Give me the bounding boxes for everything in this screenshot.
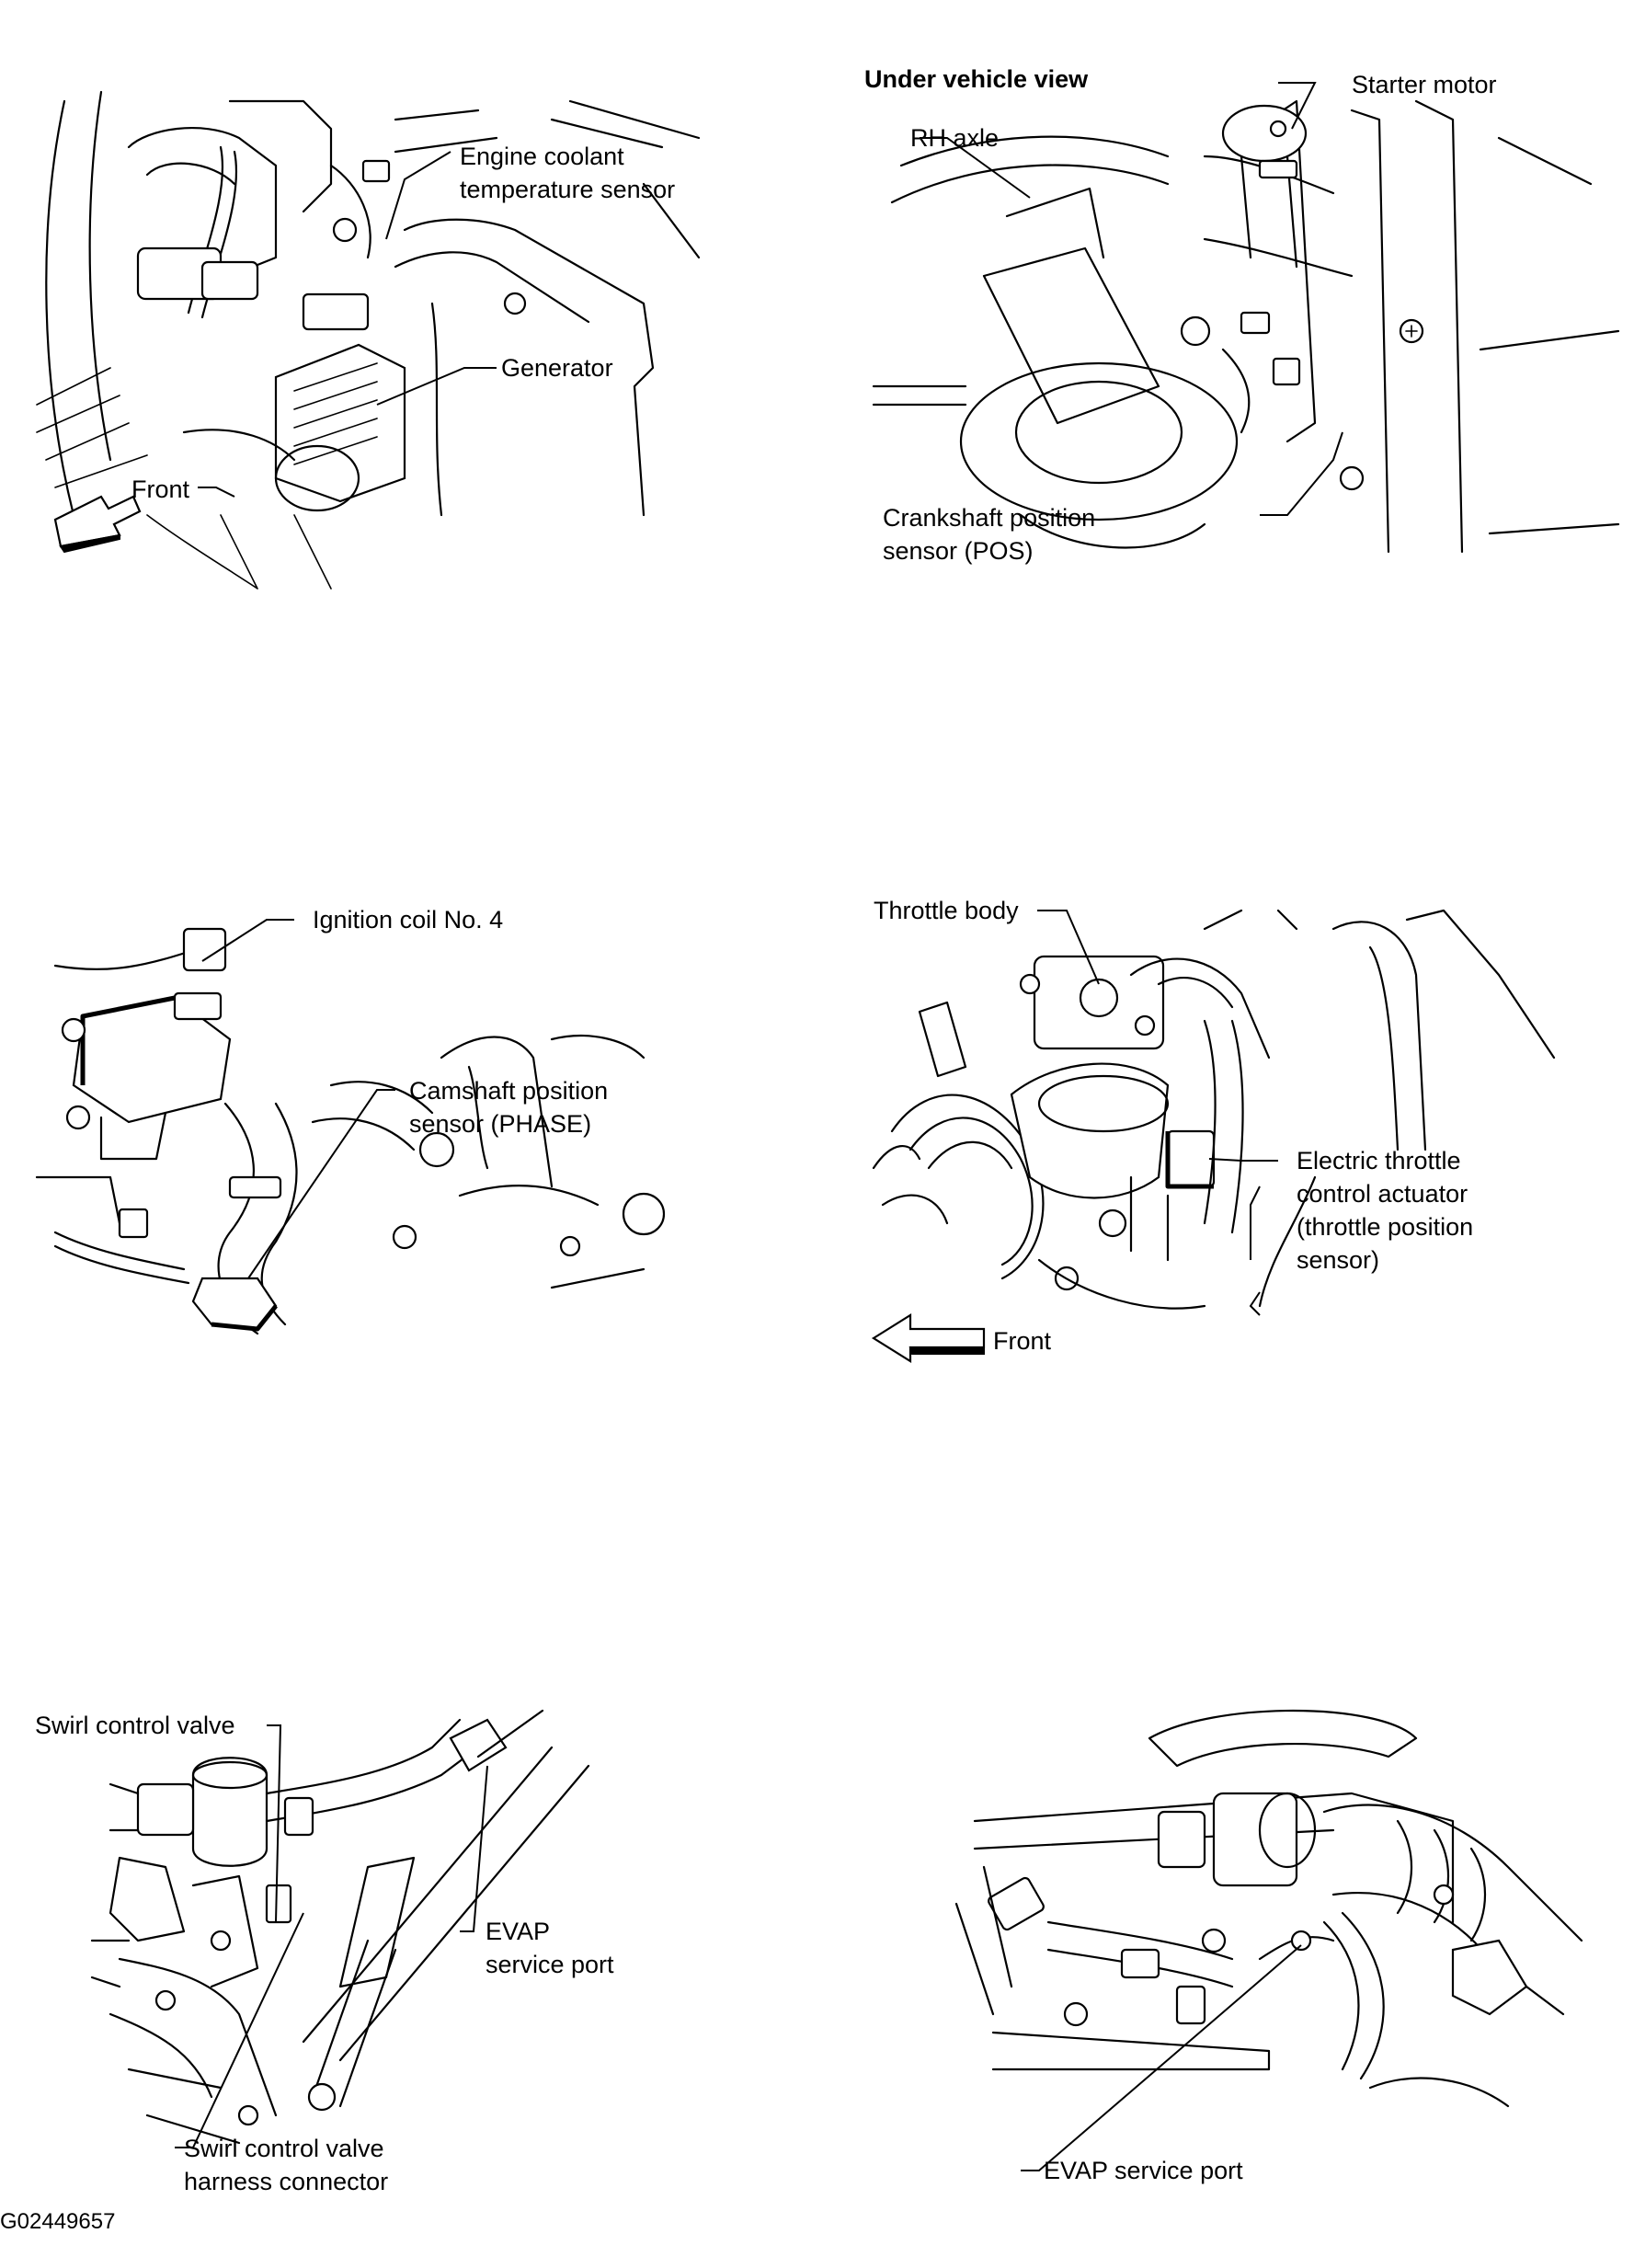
- label-swirl-connector-line1: Swirl control valve: [184, 2135, 384, 2162]
- label-generator: Generator: [501, 354, 613, 382]
- label-etc-actuator-line3: (throttle position: [1297, 1213, 1474, 1241]
- label-ckp-sensor-line1: Crankshaft position: [883, 504, 1096, 532]
- heading-under-vehicle: Under vehicle view: [864, 65, 1089, 93]
- panel-coolant-generator: Engine coolant temperature sensor Genera…: [0, 0, 736, 598]
- label-ckp-sensor-line2: sensor (POS): [883, 537, 1034, 565]
- panel-evap-right: EVAP service port: [938, 1683, 1634, 2198]
- label-etc-actuator-line1: Electric throttle: [1297, 1147, 1461, 1174]
- label-starter-motor: Starter motor: [1352, 71, 1497, 98]
- engine-illustration-1: [36, 90, 701, 590]
- label-swirl-connector-line2: harness connector: [184, 2168, 389, 2195]
- label-swirl-valve: Swirl control valve: [35, 1712, 235, 1739]
- label-evap-port-line1: EVAP: [486, 1918, 551, 1945]
- label-ect-sensor-line2: temperature sensor: [460, 176, 676, 203]
- label-ect-sensor-line1: Engine coolant: [460, 143, 624, 170]
- label-front-1: Front: [131, 475, 190, 503]
- engine-illustration-2: [872, 82, 1620, 554]
- label-throttle-body: Throttle body: [874, 897, 1019, 924]
- label-rh-axle: RH axle: [910, 124, 1000, 152]
- panel-under-vehicle: Under vehicle view Starter motor RH axle…: [855, 0, 1634, 598]
- label-cmp-sensor-line2: sensor (PHASE): [409, 1110, 592, 1138]
- label-cmp-sensor-line1: Camshaft position: [409, 1077, 609, 1105]
- label-etc-actuator-line4: sensor): [1297, 1246, 1380, 1274]
- panel-throttle-body: Throttle body Electric throttle control …: [855, 874, 1634, 1407]
- engine-illustration-3: [35, 919, 666, 1335]
- engine-illustration-6: [954, 1709, 1583, 2171]
- engine-illustration-4: [871, 909, 1556, 1363]
- label-front-2: Front: [993, 1327, 1052, 1355]
- panel-ignition-camshaft: Ignition coil No. 4 Camshaft position se…: [0, 874, 736, 1407]
- label-evap-port-line2: service port: [486, 1951, 614, 1978]
- panel-swirl-evap: Swirl control valve EVAP service port Sw…: [0, 1683, 736, 2198]
- label-evap-port-2: EVAP service port: [1044, 2157, 1243, 2184]
- figure-id: G02449657: [0, 2209, 116, 2234]
- engine-illustration-5: [90, 1709, 590, 2148]
- label-ignition-coil: Ignition coil No. 4: [313, 906, 504, 934]
- label-etc-actuator-line2: control actuator: [1297, 1180, 1468, 1208]
